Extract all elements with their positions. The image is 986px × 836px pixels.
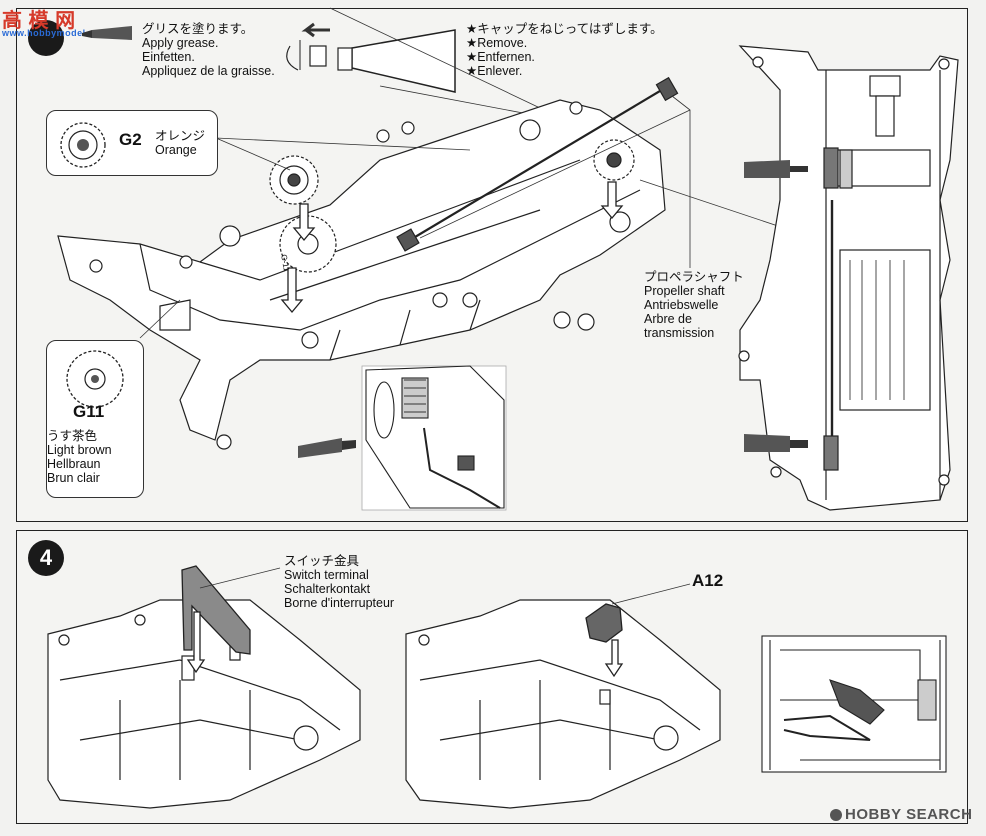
g11-code: G11	[73, 402, 105, 421]
chassis-left-drawing	[47, 599, 361, 809]
propeller-shaft-label: プロペラシャフト Propeller shaft Antriebswelle A…	[644, 270, 744, 340]
assembly-arrows	[280, 181, 624, 314]
watermark-logo: 高 模 网	[2, 10, 76, 32]
gear-icon	[60, 122, 106, 168]
gear-icon	[66, 350, 124, 408]
detail-inset-drawing	[361, 365, 507, 511]
watermark-circle-icon	[830, 809, 842, 822]
g2-color-en: Orange	[155, 143, 197, 157]
watermark-url: www.hobbymodel.net	[2, 28, 104, 38]
switch-fr: Borne d'interrupteur	[284, 596, 395, 610]
detail-inset-step4	[761, 635, 947, 773]
step-4-badge: 4	[28, 540, 64, 576]
g11-color-jp: うす茶色	[47, 429, 98, 443]
grease-en: Apply grease.	[142, 36, 219, 50]
cap-jp: ★キャップをねじってはずします。	[466, 22, 663, 36]
chassis-middle-drawing	[405, 599, 721, 809]
cap-instruction: ★キャップをねじってはずします。 ★Remove. ★Entfernen. ★E…	[466, 22, 663, 78]
switch-jp: スイッチ金具	[284, 554, 360, 568]
g11-color-en: Light brown	[47, 443, 112, 457]
step-4-number: 4	[39, 545, 53, 570]
hobby-search-watermark: HOBBY SEARCH	[830, 806, 972, 823]
switch-terminal-drawing	[181, 565, 251, 674]
g11-color-fr: Brun clair	[47, 471, 100, 485]
shaft-fr-1: Arbre de	[644, 312, 692, 326]
gear-g2-on-chassis	[269, 139, 635, 205]
propeller-shaft-drawing	[396, 76, 679, 252]
shaft-fr-2: transmission	[644, 326, 715, 340]
watermark-brand: HOBBY SEARCH	[845, 806, 973, 823]
g11-color-de: Hellbraun	[47, 457, 101, 471]
chassis-top-view	[738, 45, 959, 511]
grease-tube-icon-2	[298, 438, 356, 458]
switch-en: Switch terminal	[284, 568, 369, 582]
a12-part-drawing	[585, 603, 624, 678]
switch-terminal-label: スイッチ金具 Switch terminal Schalterkontakt B…	[284, 554, 394, 610]
grease-tube-icon	[82, 26, 132, 40]
grease-fr: Appliquez de la graisse.	[142, 64, 275, 78]
g2-callout: G2 オレンジ Orange	[46, 110, 218, 176]
g2-color-jp: オレンジ	[155, 129, 206, 143]
chassis-drawing	[57, 99, 666, 450]
g11-callout: G11 うす茶色 Light brown Hellbraun Brun clai…	[46, 340, 144, 498]
switch-de: Schalterkontakt	[284, 582, 371, 596]
cap-fr: ★Enlever.	[466, 64, 523, 78]
g2-color: オレンジ Orange	[155, 129, 205, 157]
grease-tube-icon-3	[744, 160, 808, 452]
grease-instruction: グリスを塗ります。 Apply grease. Einfetten. Appli…	[142, 22, 275, 78]
shaft-en: Propeller shaft	[644, 284, 725, 298]
cap-en: ★Remove.	[466, 36, 528, 50]
a12-label: A12	[692, 571, 724, 590]
shaft-de: Antriebswelle	[644, 298, 719, 312]
grease-jp: グリスを塗ります。	[142, 22, 254, 36]
step-3-badge	[28, 20, 64, 56]
g11-color: うす茶色 Light brown Hellbraun Brun clair	[47, 429, 112, 485]
g2-code: G2	[119, 130, 142, 149]
shaft-jp: プロペラシャフト	[644, 270, 744, 284]
grease-de: Einfetten.	[142, 50, 195, 64]
cap-de: ★Entfernen.	[466, 50, 535, 64]
grease-tube-cap-icon	[286, 22, 456, 93]
